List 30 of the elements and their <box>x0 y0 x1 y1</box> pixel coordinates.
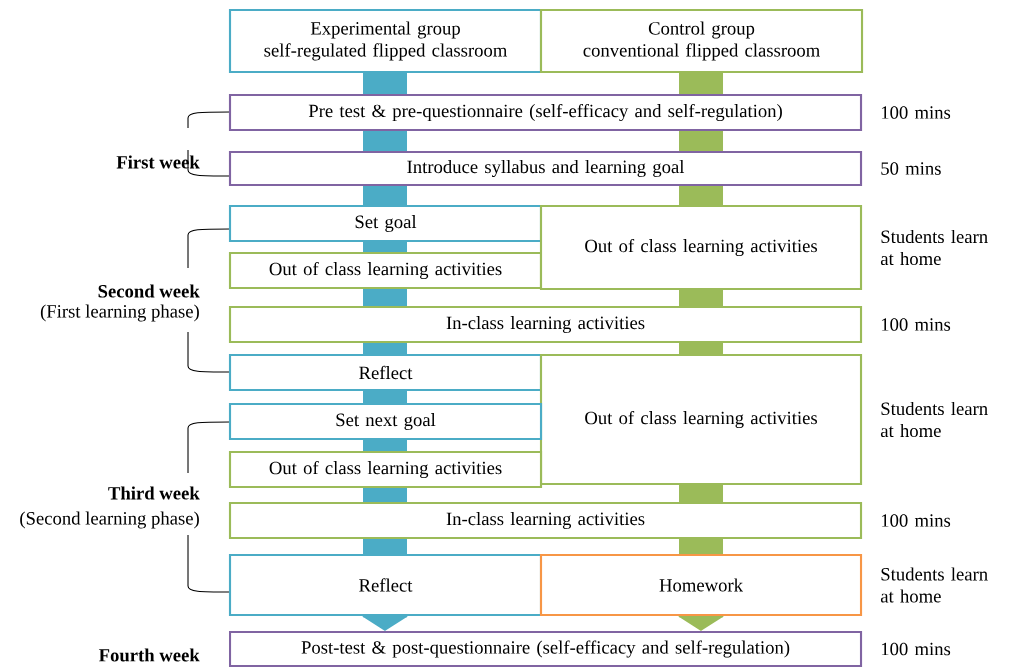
duration-label: 100 mins <box>881 318 951 331</box>
week-label: First week <box>116 155 200 169</box>
step-box: Post-test & post-questionnaire (self-efficacy and self-regulation) <box>228 630 863 667</box>
step-box: Reflect <box>228 553 543 617</box>
step-box: Set next goal <box>228 402 543 441</box>
step-box: In-class learning activities <box>228 305 863 344</box>
duration-label: 50 mins <box>881 162 941 175</box>
step-box: Out of class learning activities <box>228 251 543 290</box>
step-box: Set goal <box>228 204 543 243</box>
duration-label: Students learn at home <box>880 229 988 266</box>
duration-label: 100 mins <box>881 514 951 527</box>
duration-label: Students learn at home <box>880 567 988 603</box>
step-box: Introduce syllabus and learning goal <box>228 150 863 187</box>
step-box: Out of class learning activities <box>228 450 543 489</box>
duration-label: Students learn at home <box>880 401 988 438</box>
step-box: In-class learning activities <box>228 501 863 540</box>
duration-label: 100 mins <box>881 642 951 656</box>
step-box: Homework <box>539 553 863 617</box>
duration-label: 100 mins <box>881 106 951 119</box>
step-box: Reflect <box>228 353 543 392</box>
phase-label: (Second learning phase) <box>20 511 199 529</box>
week-label: Second week <box>98 284 200 298</box>
week-label: Fourth week <box>98 648 200 662</box>
step-box: Out of class learning activities <box>539 204 863 291</box>
week-label: Third week <box>108 486 200 500</box>
header-box: Control group conventional flipped classroom <box>539 8 864 74</box>
step-box: Out of class learning activities <box>539 353 863 486</box>
step-box: Pre test & pre-questionnaire (self-efficacy and self-regulation) <box>228 93 863 132</box>
header-box: Experimental group self-regulated flipped classroom <box>228 8 543 74</box>
phase-label: (First learning phase) <box>40 304 199 322</box>
